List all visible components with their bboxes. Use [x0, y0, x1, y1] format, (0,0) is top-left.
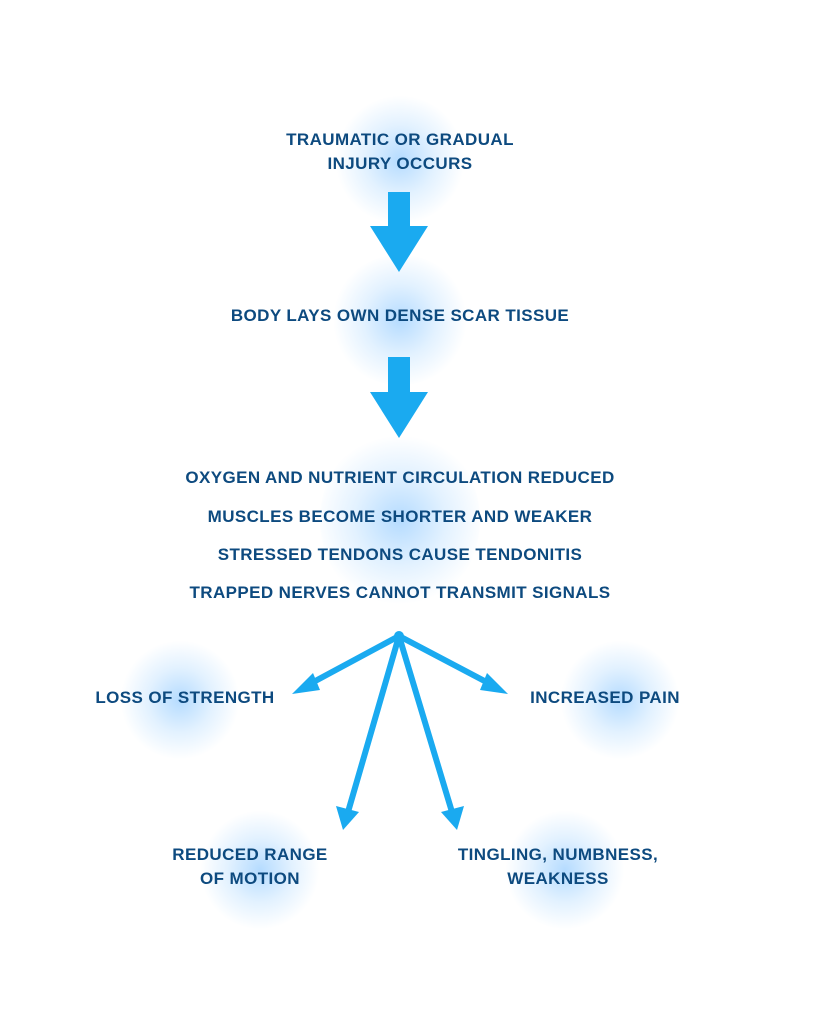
arrowhead-loss-of-strength — [292, 673, 320, 694]
step-scar-tissue: BODY LAYS OWN DENSE SCAR TISSUE — [160, 304, 640, 328]
effect-muscles-shorter: MUSCLES BECOME SHORTER AND WEAKER — [110, 505, 690, 529]
step-traumatic-injury: TRAUMATIC OR GRADUAL INJURY OCCURS — [250, 128, 550, 176]
arrow-to-loss-of-strength — [303, 633, 402, 689]
effect-tendonitis: STRESSED TENDONS CAUSE TENDONITIS — [110, 543, 690, 567]
outcome-reduced-range-line1: REDUCED RANGE — [172, 845, 328, 864]
effect-muscles-shorter-text: MUSCLES BECOME SHORTER AND WEAKER — [207, 507, 593, 526]
outcome-loss-of-strength-text: LOSS OF STRENGTH — [95, 688, 275, 707]
effect-tendonitis-text: STRESSED TENDONS CAUSE TENDONITIS — [217, 545, 583, 564]
arrow-to-increased-pain — [396, 633, 497, 689]
branch-hub — [394, 631, 404, 641]
outcome-increased-pain: INCREASED PAIN — [505, 686, 705, 710]
outcome-tingling: TINGLING, NUMBNESS, WEAKNESS — [438, 843, 678, 891]
effect-circulation-reduced-text: OXYGEN AND NUTRIENT CIRCULATION REDUCED — [185, 468, 615, 487]
arrow-to-reduced-range — [345, 633, 402, 815]
step-scar-tissue-line1: BODY LAYS OWN DENSE SCAR TISSUE — [230, 306, 570, 325]
arrowhead-reduced-range — [336, 806, 359, 830]
step-traumatic-injury-line1: TRAUMATIC OR GRADUAL — [286, 130, 514, 149]
arrowhead-tingling — [441, 806, 464, 830]
outcome-reduced-range-line2: OF MOTION — [200, 869, 300, 888]
effect-trapped-nerves-text: TRAPPED NERVES CANNOT TRANSMIT SIGNALS — [189, 583, 611, 602]
outcome-increased-pain-text: INCREASED PAIN — [530, 688, 680, 707]
outcome-tingling-line1: TINGLING, NUMBNESS, — [457, 845, 659, 864]
effect-trapped-nerves: TRAPPED NERVES CANNOT TRANSMIT SIGNALS — [110, 581, 690, 605]
outcome-loss-of-strength: LOSS OF STRENGTH — [70, 686, 300, 710]
arrow-to-tingling — [396, 633, 455, 815]
arrowhead-increased-pain — [480, 673, 508, 694]
effect-circulation-reduced: OXYGEN AND NUTRIENT CIRCULATION REDUCED — [110, 466, 690, 490]
outcome-reduced-range: REDUCED RANGE OF MOTION — [140, 843, 360, 891]
step-traumatic-injury-line2: INJURY OCCURS — [327, 154, 473, 173]
down-arrow-1 — [370, 192, 428, 272]
down-arrow-2 — [370, 357, 428, 438]
outcome-tingling-line2: WEAKNESS — [507, 869, 609, 888]
